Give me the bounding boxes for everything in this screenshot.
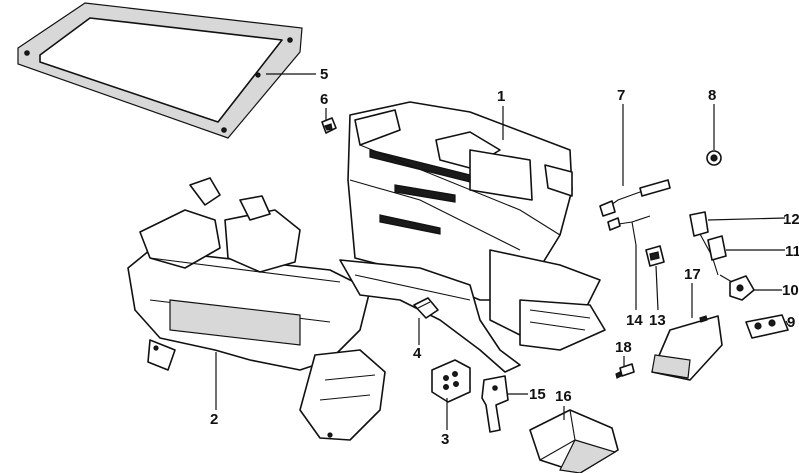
callout-9: 9 (787, 314, 795, 331)
callout-12: 12 (783, 211, 799, 228)
callout-4: 4 (413, 345, 422, 362)
part-15-bracket (481, 375, 509, 433)
part-13-switch (645, 245, 665, 267)
callout-16: 16 (555, 388, 572, 405)
part-7-cable (599, 179, 671, 217)
part-2-lower-housing (127, 177, 386, 441)
callout-17: 17 (684, 266, 701, 283)
duct-connector (339, 259, 521, 373)
part-8-grommet (706, 150, 722, 166)
part-5-gasket-frame (17, 2, 303, 139)
part-9-plate (745, 314, 789, 339)
part-12-resistor (689, 211, 719, 276)
part-3-connector (431, 359, 471, 403)
callout-18: 18 (615, 339, 632, 356)
part-4-clip (413, 297, 439, 319)
part-11-resistor (707, 235, 727, 261)
callout-8: 8 (708, 87, 716, 104)
part-16-box (529, 409, 619, 473)
callout-7: 7 (617, 87, 625, 104)
callout-1: 1 (497, 88, 505, 105)
callout-3: 3 (441, 431, 449, 448)
callout-15: 15 (529, 386, 546, 403)
callout-5: 5 (320, 66, 328, 83)
leader-lines (215, 73, 789, 430)
part-17-cover (651, 315, 723, 381)
callout-13: 13 (649, 312, 666, 329)
part-10-sensor (719, 274, 755, 301)
part-1-heater-housing (347, 101, 606, 351)
callout-14: 14 (626, 312, 643, 329)
part-6-clip (321, 117, 337, 134)
callout-10: 10 (782, 282, 799, 299)
callout-2: 2 (210, 411, 218, 428)
callout-11: 11 (785, 243, 799, 260)
callout-6: 6 (320, 91, 328, 108)
part-18-screw (615, 363, 635, 379)
callouts: 1 2 3 4 5 6 7 8 9 10 11 12 13 14 15 16 1… (210, 66, 799, 448)
part-14-wire (607, 215, 651, 246)
